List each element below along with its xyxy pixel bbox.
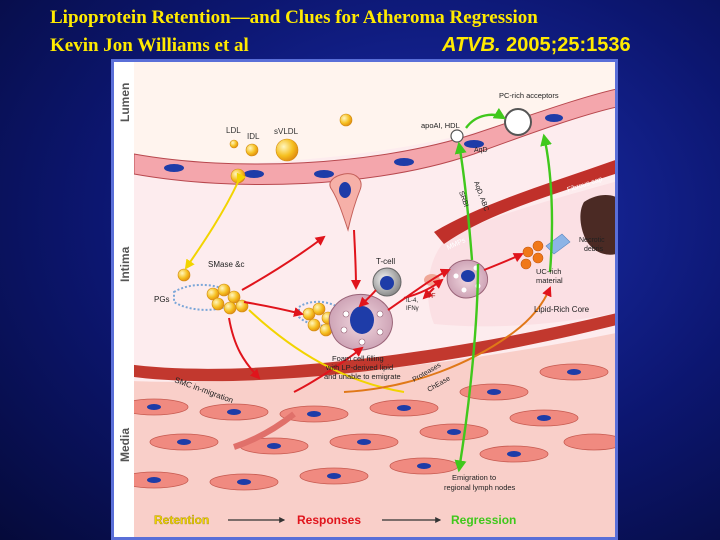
regression-arrows (454, 107, 554, 473)
intima-label: Intima (118, 246, 132, 282)
flow-retention: Retention (154, 513, 209, 527)
smc-nuclei (147, 369, 581, 485)
pc-acceptors-label: PC-rich acceptors (499, 91, 559, 100)
ucrich-label-2: material (536, 276, 563, 285)
ucrich-label-1: UC-rich (536, 267, 561, 276)
aqd-label: AqD (474, 147, 488, 154)
response-arrows (228, 229, 524, 380)
endothelium (133, 88, 615, 186)
necrotic-label-2: debris (584, 246, 604, 253)
emigration-label-2: regional lymph nodes (444, 483, 516, 492)
necrotic-debris (580, 195, 615, 255)
citation: ATVB. 2005;25:1536 (442, 34, 631, 57)
media-label: Media (118, 428, 132, 462)
protease-path (343, 286, 552, 393)
migrating-smc (233, 411, 296, 450)
tf-label: TF (427, 293, 436, 300)
foam-cell (328, 293, 393, 351)
flow-legend: Retention Responses Regression (154, 513, 517, 527)
internal-elastic-lamina (114, 313, 615, 382)
title-line: Lipoprotein Retention—and Clues for Athe… (50, 7, 538, 28)
svldl-label: sVLDL (274, 127, 299, 136)
cytokines-label-2: IFNγ (406, 306, 419, 312)
t-cell-nucleus (380, 276, 394, 290)
foam-label-2: with LP-derived lipid (325, 363, 393, 372)
monocyte (329, 173, 362, 232)
idl-label: IDL (247, 132, 260, 141)
endothelial-nuclei (164, 114, 563, 178)
monocyte-nucleus (339, 182, 351, 198)
cytokines-label-1: IL-4, (406, 298, 418, 304)
slide-title: Lipoprotein Retention—and Clues for Athe… (50, 6, 690, 56)
lipid-core-label: Lipid-Rich Core (534, 305, 590, 314)
author-line: Kevin Jon Williams et al (50, 35, 249, 56)
ldl-label: LDL (226, 126, 241, 135)
fibrous-cap (434, 160, 615, 244)
smc-migration-arrow (293, 346, 364, 393)
apoai-label: apoAI, HDL (421, 121, 460, 130)
pc-rich-acceptor (504, 108, 532, 136)
pgs-label: PGs (154, 295, 170, 304)
foam-label-1: Foam cell filling (332, 354, 384, 363)
atheroma-diagram: Lumen Intima Media LDL IDL sVLDL (111, 59, 618, 540)
lipoprotein-particles (229, 113, 353, 162)
foam-label-3: and unable to emigrate (324, 372, 401, 381)
journal-name: ATVB. (442, 34, 501, 56)
flow-regression: Regression (451, 513, 516, 527)
journal-citation: 2005;25:1536 (500, 34, 631, 56)
apoai-hdl (450, 129, 464, 143)
necrotic-label-1: Necrotic (579, 237, 605, 244)
core-macrophage (446, 259, 488, 299)
smase-label: SMase &c (208, 260, 244, 269)
region-labels: Lumen Intima Media (114, 62, 134, 537)
tcell-label: T-cell (376, 257, 395, 266)
lumen-label: Lumen (118, 83, 132, 122)
flow-responses: Responses (297, 513, 361, 527)
proteoglycan-mesh-2 (298, 300, 351, 327)
emigration-label-1: Emigration to (452, 473, 496, 482)
